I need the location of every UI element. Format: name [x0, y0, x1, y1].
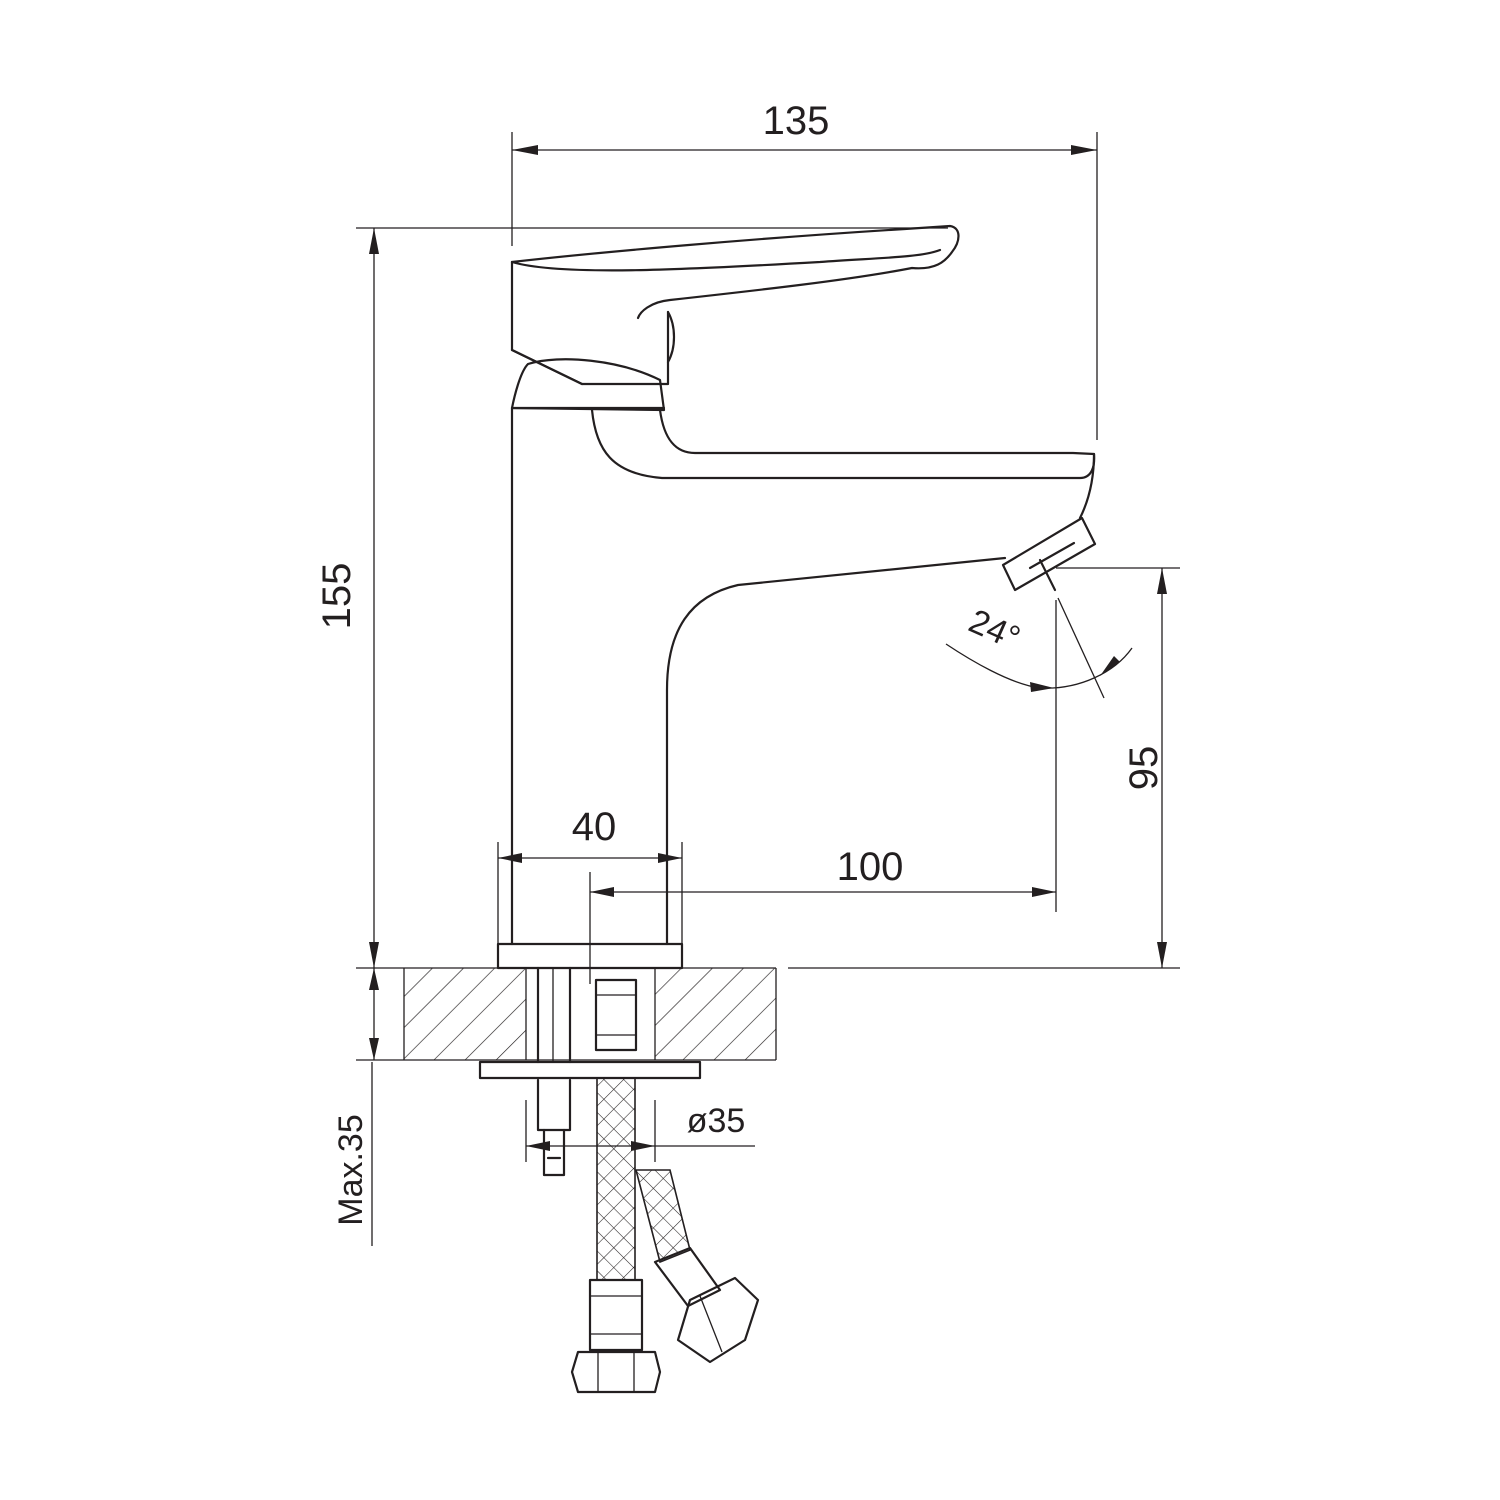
dimension-aerator-angle: 24° — [945, 597, 1133, 699]
max-deck-thickness-label: Max.35 — [332, 1114, 370, 1226]
faucet-handle — [510, 224, 960, 386]
spout-height-label: 95 — [1122, 746, 1166, 791]
countertop-section — [403, 942, 777, 1080]
dimension-spout-reach: 100 — [589, 600, 1057, 984]
shank-diameter-label: ø35 — [687, 1102, 746, 1140]
dimension-deck-thickness: Max.35 — [332, 967, 404, 1246]
dimension-overall-height: 155 — [315, 227, 948, 968]
dimension-shank-diameter: ø35 — [525, 1100, 755, 1162]
overall-height-label: 155 — [315, 563, 359, 630]
aerator-angle-label: 24° — [963, 602, 1025, 658]
mounting-stud — [536, 966, 572, 1177]
dimension-spout-height: 95 — [788, 567, 1180, 969]
flexible-hoses — [570, 978, 760, 1394]
faucet-body — [510, 358, 1097, 946]
overall-width-label: 135 — [763, 99, 830, 143]
base-diameter-label: 40 — [572, 805, 617, 849]
spout-reach-label: 100 — [837, 845, 904, 889]
dimension-base-diameter: 40 — [497, 805, 683, 944]
dimension-overall-width: 135 — [511, 99, 1098, 440]
